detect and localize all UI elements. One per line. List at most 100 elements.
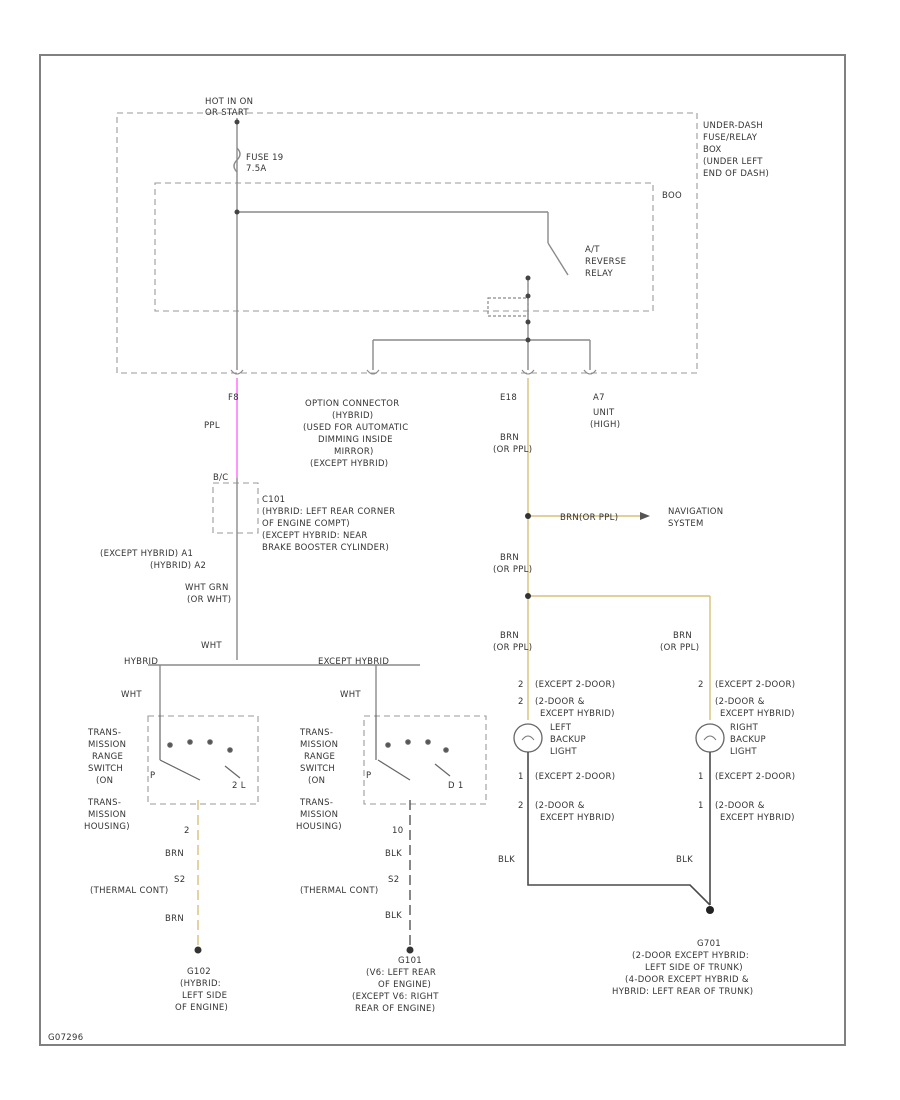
tr-right-7: MISSION xyxy=(300,810,338,820)
brn-label-3: BRN xyxy=(500,553,519,563)
under-dash-box-outline xyxy=(116,112,698,374)
footer-code: G07296 xyxy=(48,1033,83,1043)
tr-right-2: MISSION xyxy=(300,740,338,750)
brn-label-4: (OR PPL) xyxy=(493,565,532,575)
conn-pin-a: B/C xyxy=(213,473,229,483)
tr-switch-left-box xyxy=(147,715,259,805)
under-dash-label-5: END OF DASH) xyxy=(703,169,769,179)
opt-4: DIMMING INSIDE xyxy=(318,435,393,445)
dexh-left-2: EXCEPT HYBRID) xyxy=(540,813,615,823)
power-feed-wires xyxy=(233,118,591,370)
ground-g701 xyxy=(706,906,714,914)
hot-label-1: HOT IN ON xyxy=(205,97,253,107)
dexh-right-1: (2-DOOR & xyxy=(715,801,765,811)
conn-2: (HYBRID: LEFT REAR CORNER xyxy=(262,507,395,517)
pin-left: F8 xyxy=(228,393,239,403)
relay-coil xyxy=(487,297,529,317)
opt-6: (EXCEPT HYBRID) xyxy=(310,459,388,469)
tr-switch-right-contacts xyxy=(375,715,451,781)
conn-5: BRAKE BOOSTER CYLINDER) xyxy=(262,543,389,553)
brn-ground-left: BRN xyxy=(165,849,184,859)
num-2c: 2 xyxy=(518,801,524,811)
num-1b: 1 xyxy=(698,772,704,782)
relay-box-outline xyxy=(154,182,654,312)
g102-1: G102 xyxy=(187,967,211,977)
tr-right-6: TRANS- xyxy=(299,798,333,808)
tr-right-5: (ON xyxy=(308,776,325,786)
tr-left-8: HOUSING) xyxy=(84,822,130,832)
r-lamp-5: LIGHT xyxy=(730,747,757,757)
g102-3: LEFT SIDE xyxy=(182,991,227,1001)
tr-left-6: TRANS- xyxy=(87,798,121,808)
l-lamp-3: LEFT xyxy=(550,723,572,733)
nav-wire-label: BRN(OR PPL) xyxy=(560,513,618,523)
brn-label-6: (OR PPL) xyxy=(493,643,532,653)
g102-4: OF ENGINE) xyxy=(175,1003,228,1013)
p-right: P xyxy=(366,771,371,781)
num-1d: 1 xyxy=(518,733,524,743)
s2-left: S2 xyxy=(174,875,185,885)
r-lamp-2: EXCEPT HYBRID) xyxy=(720,709,795,719)
under-dash-label-3: BOX xyxy=(703,145,722,155)
relay-label-3: RELAY xyxy=(585,269,614,279)
or-wht: (OR WHT) xyxy=(187,595,231,605)
g701-2: (2-DOOR EXCEPT HYBRID: xyxy=(632,951,749,961)
opt-2: (HYBRID) xyxy=(332,411,373,421)
dexh-right-2: EXCEPT HYBRID) xyxy=(720,813,795,823)
nav-label-2: SYSTEM xyxy=(668,519,704,529)
num-1a: 1 xyxy=(518,772,524,782)
g102-2: (HYBRID: xyxy=(180,979,221,989)
unit-2: (HIGH) xyxy=(590,420,620,430)
r-lamp-4: BACKUP xyxy=(730,735,766,745)
dexh-left-1: (2-DOOR & xyxy=(535,801,585,811)
g701-1: G701 xyxy=(697,939,721,949)
wht-right: WHT xyxy=(340,690,361,700)
s2-right: S2 xyxy=(388,875,399,885)
ex2b-left: (EXCEPT 2-DOOR) xyxy=(535,772,615,782)
tr-left-7: MISSION xyxy=(88,810,126,820)
opt-5: MIRROR) xyxy=(334,447,374,457)
ex2b-right: (EXCEPT 2-DOOR) xyxy=(715,772,795,782)
brn-label-8: (OR PPL) xyxy=(660,643,699,653)
blk-left-lamp: BLK xyxy=(498,855,515,865)
tr-left-4: SWITCH xyxy=(88,764,123,774)
l-lamp-5: LIGHT xyxy=(550,747,577,757)
pin-10: 10 xyxy=(392,826,403,836)
wht-grn: WHT GRN xyxy=(185,583,229,593)
brn-label-2: (OR PPL) xyxy=(493,445,532,455)
pin-2: 2 xyxy=(184,826,190,836)
brn-label-1: BRN xyxy=(500,433,519,443)
num-1c: 1 xyxy=(698,801,704,811)
under-dash-label-2: FUSE/RELAY xyxy=(703,133,758,143)
fuse-label-2: 7.5A xyxy=(246,164,267,174)
wht-left: WHT xyxy=(121,690,142,700)
g701-4: (4-DOOR EXCEPT HYBRID & xyxy=(625,975,749,985)
hybrid-label: HYBRID xyxy=(124,657,158,667)
tr-right-4: SWITCH xyxy=(300,764,335,774)
num-2d: 2 xyxy=(698,680,704,690)
opt-1: OPTION CONNECTOR xyxy=(305,399,400,409)
pos-left: 2 L xyxy=(232,781,246,791)
under-dash-label-4: (UNDER LEFT xyxy=(703,157,763,167)
splice-dots-brn xyxy=(525,513,531,599)
right-backup-light-bulb xyxy=(695,723,725,753)
p-left: P xyxy=(150,771,155,781)
lamp-ground-wires xyxy=(527,752,711,906)
box-pins xyxy=(230,369,597,375)
ex2-left: (EXCEPT 2-DOOR) xyxy=(535,680,615,690)
tr-left-1: TRANS- xyxy=(87,728,121,738)
fuse-label-1: FUSE 19 xyxy=(246,153,284,163)
brn-label-5: BRN xyxy=(500,631,519,641)
ground-g102 xyxy=(194,946,202,954)
ground-g101 xyxy=(406,946,414,954)
blk-ground-right: BLK xyxy=(385,849,402,859)
under-dash-label-1: UNDER-DASH xyxy=(703,121,763,131)
tr-left-2: MISSION xyxy=(88,740,126,750)
conn-1: C101 xyxy=(262,495,285,505)
tr-left-5: (ON xyxy=(96,776,113,786)
box-tag: BOO xyxy=(662,191,682,201)
except-hybrid-label: EXCEPT HYBRID xyxy=(318,657,389,667)
tr-switch-right-box xyxy=(363,715,487,805)
conn-4: (EXCEPT HYBRID: NEAR xyxy=(262,531,368,541)
